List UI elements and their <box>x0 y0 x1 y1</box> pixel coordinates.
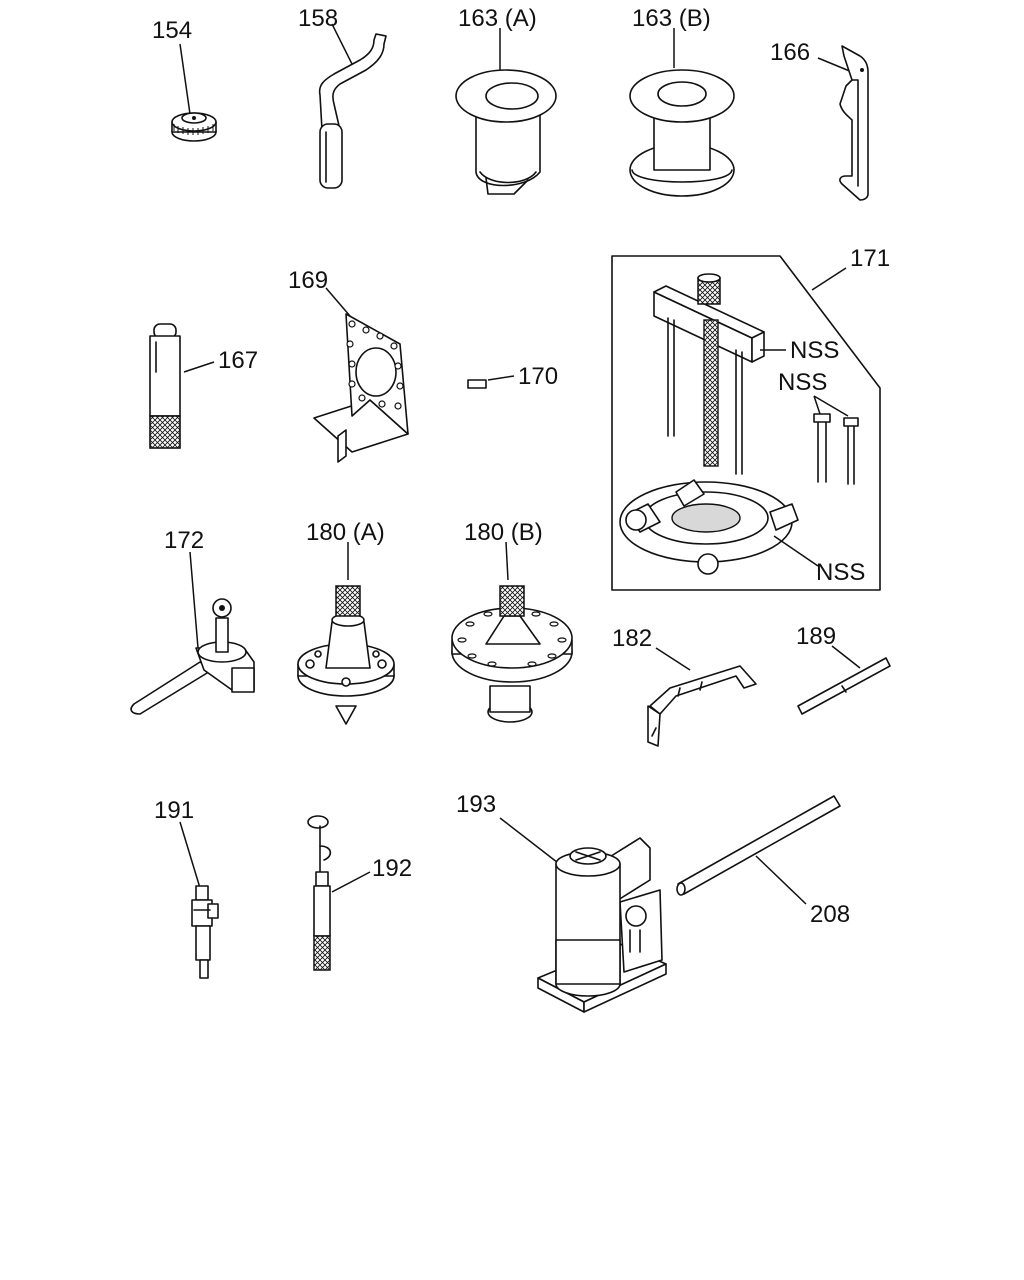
callout-192: 192 <box>372 855 412 882</box>
callout-154: 154 <box>152 17 192 44</box>
callout-nss-separator: NSS <box>816 559 865 586</box>
callout-182: 182 <box>612 625 652 652</box>
part-192-gauge <box>307 815 371 971</box>
part-180a-centering-tool <box>297 542 395 725</box>
callout-171: 171 <box>850 245 890 272</box>
part-189-pin <box>797 645 891 715</box>
callout-170: 170 <box>518 363 558 390</box>
callout-163b: 163 (B) <box>632 5 711 32</box>
part-171-puller-kit <box>611 255 881 591</box>
part-172-wrench <box>130 551 255 715</box>
callout-172: 172 <box>164 527 204 554</box>
part-208-handle-bar <box>676 795 841 905</box>
callout-189: 189 <box>796 623 836 650</box>
part-163a-bushing <box>455 28 557 195</box>
part-191-plug-tool <box>179 821 219 979</box>
callout-158: 158 <box>298 5 338 32</box>
part-169-angle-plate <box>313 287 409 463</box>
callout-180a: 180 (A) <box>306 519 385 546</box>
callout-193: 193 <box>456 791 496 818</box>
part-167-pin-tool <box>149 323 215 449</box>
part-158-bent-rod <box>318 23 387 189</box>
part-193-bottle-jack <box>499 817 667 1013</box>
part-163b-spool <box>629 28 735 197</box>
callout-nss-bolts: NSS <box>778 369 827 396</box>
callout-nss-crossbar: NSS <box>790 337 839 364</box>
callout-180b: 180 (B) <box>464 519 543 546</box>
part-170-crank-wire <box>466 308 515 446</box>
callout-163a: 163 (A) <box>458 5 537 32</box>
callout-167: 167 <box>218 347 258 374</box>
part-154-knob <box>171 43 217 142</box>
callout-208: 208 <box>810 901 850 928</box>
callout-166: 166 <box>770 39 810 66</box>
callout-169: 169 <box>288 267 328 294</box>
part-180b-centering-tool <box>451 541 573 723</box>
part-166-bracket <box>817 45 869 201</box>
callout-191: 191 <box>154 797 194 824</box>
part-182-bracket <box>647 647 757 747</box>
